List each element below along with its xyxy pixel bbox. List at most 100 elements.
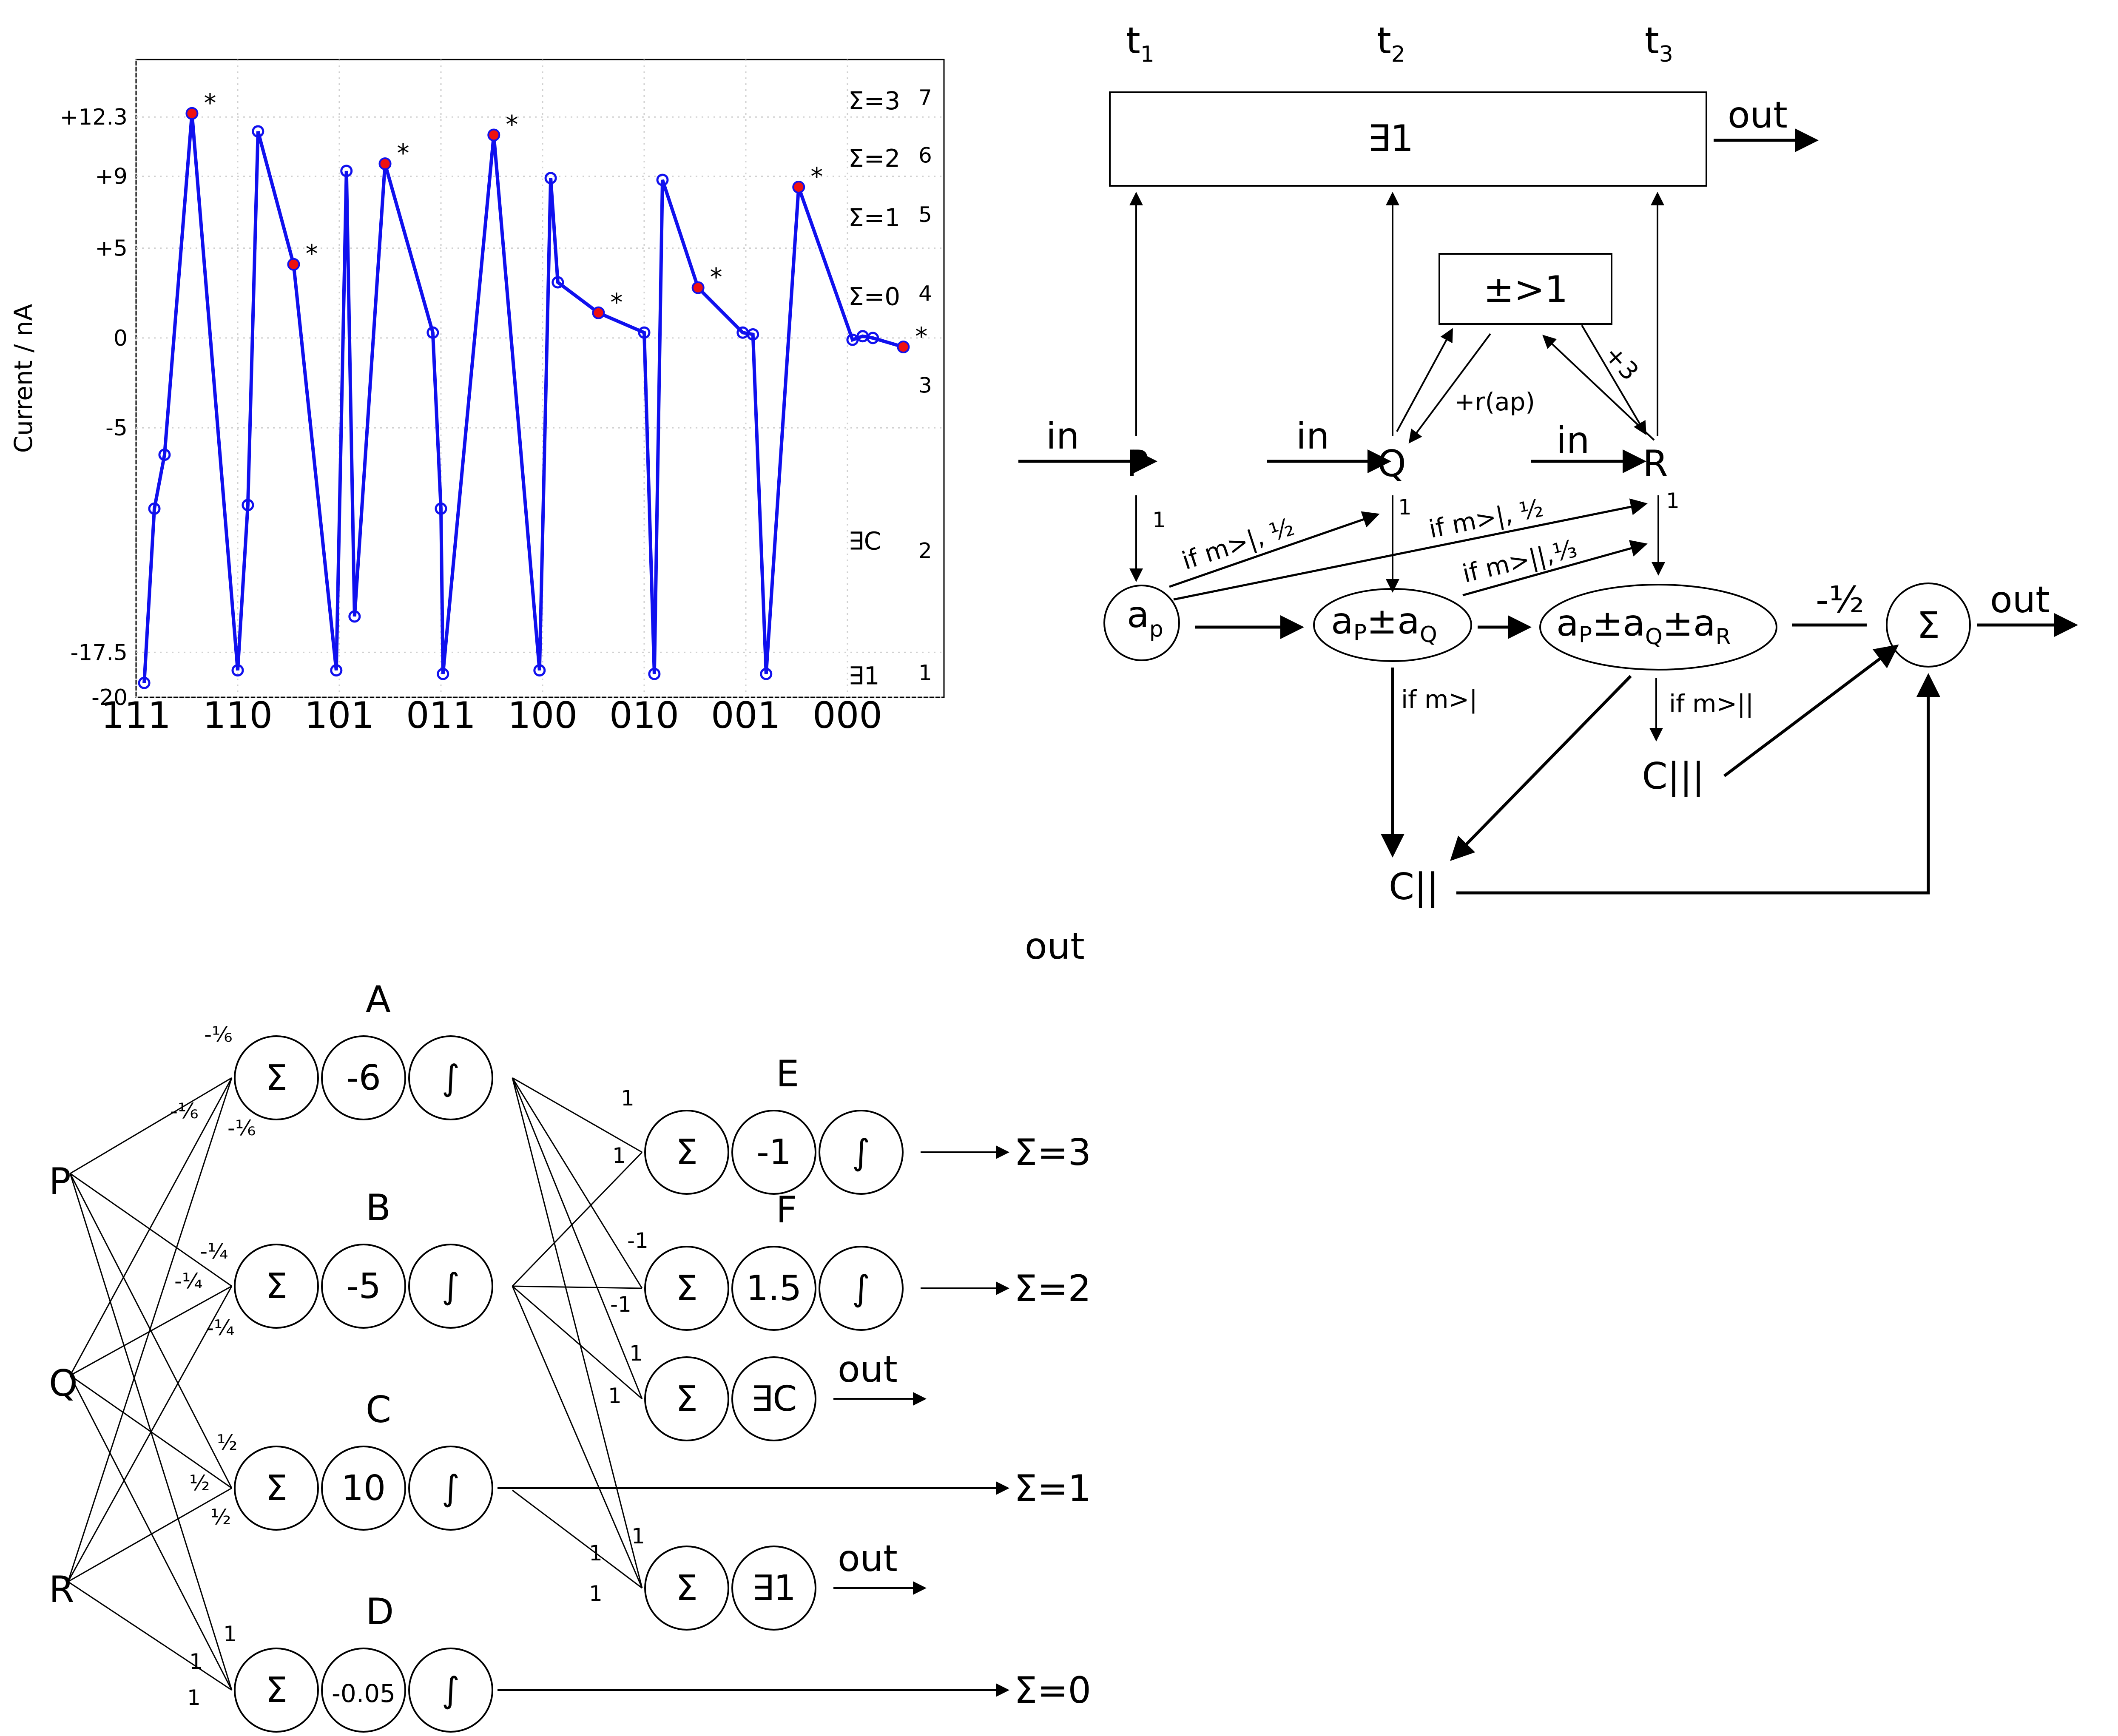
data-point [437, 668, 449, 680]
connection [69, 1375, 233, 1691]
label-if-m-gt1: if m>| [1401, 685, 1478, 714]
node-aq [1313, 588, 1472, 662]
arrow-ap-r [1173, 498, 1648, 601]
x-tick-label: 100 [508, 694, 577, 737]
node-ar [1539, 584, 1777, 671]
data-point-marked [592, 306, 605, 319]
connection [512, 1077, 643, 1399]
weight-label: 1 [629, 1341, 643, 1366]
output-result: Σ=0 [1014, 1669, 1091, 1712]
data-point-marked [378, 157, 392, 170]
weight-label: 1 [589, 1581, 603, 1606]
connection [512, 1077, 643, 1588]
time-label-1: t1 [1126, 20, 1154, 67]
series-current: ******** [138, 88, 927, 689]
state-number: 7 [918, 85, 932, 110]
weight-label: 1 [223, 1622, 237, 1646]
x-tick-label: 101 [304, 694, 374, 737]
series-line [142, 113, 904, 683]
unit-symbol: Σ [676, 1132, 698, 1173]
connection [512, 1286, 643, 1588]
unit-symbol: Σ [676, 1379, 698, 1419]
node-sum-label: Σ [1917, 604, 1940, 647]
output-result: out [838, 1348, 898, 1391]
in-label-p: in [1046, 415, 1079, 457]
node-p: P [1126, 443, 1149, 485]
input-node-q: Q [49, 1362, 78, 1405]
x-tick-label: 001 [711, 694, 781, 737]
node-aq-label: aP±aQ [1331, 600, 1437, 648]
arrow-ap-q [1169, 511, 1380, 588]
marker-asterisk: * [915, 322, 927, 351]
weight-label: -⅙ [170, 1099, 199, 1123]
state-number: 3 [918, 373, 932, 398]
weight-label: ½ [189, 1471, 210, 1495]
weight-label: 1 [589, 1541, 603, 1566]
data-point [426, 326, 439, 339]
connection [70, 1077, 232, 1174]
weight-label: 1 [189, 1649, 203, 1674]
time-label-2: t2 [1377, 20, 1405, 67]
data-point [435, 502, 447, 515]
connection [69, 1173, 233, 1691]
data-point-marked [487, 128, 500, 142]
bias-node [321, 1446, 406, 1531]
weight-label: ½ [210, 1505, 231, 1529]
data-point-marked [691, 281, 705, 294]
weight-label: -¼ [174, 1269, 203, 1293]
x-tick-label: 011 [406, 694, 476, 737]
bias-node [321, 1244, 406, 1329]
marker-asterisk: * [305, 239, 318, 268]
weight-label: 1 [621, 1086, 634, 1111]
connection [512, 1489, 643, 1589]
data-point-marked [185, 107, 199, 120]
data-point [138, 676, 151, 689]
state-number: 4 [918, 281, 932, 306]
output-result: Σ=2 [1014, 1267, 1091, 1310]
connection [68, 1581, 232, 1691]
unit-symbol: Σ [265, 1468, 287, 1509]
node-ap [1103, 585, 1180, 661]
network-connections [67, 1077, 1009, 1697]
sum-node [234, 1035, 319, 1120]
sum-node [234, 1446, 319, 1531]
sum-node [644, 1546, 729, 1631]
weight-label: 1 [612, 1143, 626, 1168]
flow-diagram: t1 t2 t3 ∃1 out ±>1 in in in P Q R +r(ap… [1018, 20, 2078, 908]
in-label-r: in [1556, 419, 1589, 462]
weight-label: -¼ [200, 1239, 228, 1264]
data-point [846, 333, 859, 346]
input-node-r: R [49, 1568, 74, 1611]
data-point-marked [287, 258, 300, 271]
node-ar-label: aP±aQ±aR [1556, 602, 1731, 650]
weight-label: 1 [187, 1685, 201, 1710]
y-tick-label: -20 [91, 685, 128, 710]
unit-label-c: C [366, 1389, 391, 1431]
marker-asterisk: * [810, 162, 823, 191]
integrator-node [408, 1035, 493, 1120]
label-one-q: 1 [1398, 495, 1412, 520]
state-number: 2 [918, 538, 932, 563]
weight-label: -1 [627, 1228, 648, 1253]
unit-symbol: ∫ [442, 1058, 460, 1098]
weight-label: 1 [608, 1384, 622, 1408]
data-point [158, 449, 171, 461]
unit-symbol: Σ [676, 1568, 698, 1608]
unit-symbol: -0.05 [332, 1679, 395, 1708]
mid-box-label: ±>1 [1484, 268, 1568, 311]
unit-symbol: -6 [346, 1058, 381, 1098]
data-point [760, 668, 773, 680]
weight-label: -⅙ [204, 1022, 233, 1047]
connection [512, 1077, 643, 1153]
marker-asterisk: * [204, 88, 216, 117]
arrow-q-midbox [1396, 328, 1453, 432]
data-point-marked [792, 181, 805, 193]
weight-label: -¼ [206, 1315, 235, 1340]
label-if-m-gt2: if m>|| [1669, 689, 1754, 718]
x-tick-label: 010 [609, 694, 679, 737]
label-neg-half: -½ [1816, 579, 1864, 621]
label-plus3: +3 [1599, 340, 1645, 386]
